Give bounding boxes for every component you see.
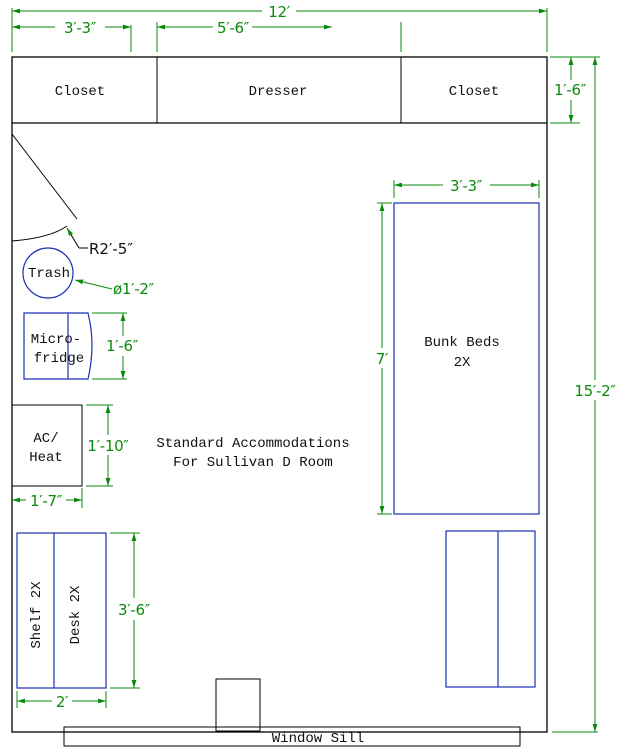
- dresser-label: Dresser: [249, 84, 308, 100]
- room-walls: [11, 56, 548, 733]
- floor-box: [215, 678, 261, 732]
- closet-left-label: Closet: [55, 84, 105, 100]
- microfridge-depth-text: 1′-6″: [106, 337, 139, 355]
- desk-length-text: 3′-6″: [118, 601, 151, 619]
- desk-label: Desk 2X: [68, 585, 84, 644]
- closet-depth-dimension: 1′-6″: [550, 56, 600, 124]
- window-sill-label: Window Sill: [272, 731, 364, 747]
- trash-diameter-text: ø1′-2″: [113, 280, 155, 298]
- bunk-beds: Bunk Beds 2X 3′-3″ 7′: [376, 177, 540, 515]
- bed-width-text: 3′-3″: [450, 177, 483, 195]
- overall-width-dimension: 12′: [11, 3, 548, 52]
- shelf-label: Shelf 2X: [29, 581, 45, 649]
- ac-width-text: 1′-7″: [30, 492, 63, 510]
- overall-length-text: 15′-2″: [574, 382, 616, 400]
- ac-heat-label-line2: Heat: [29, 450, 63, 466]
- plan-title-line2: For Sullivan D Room: [173, 455, 333, 471]
- microfridge: Micro- fridge 1′-6″: [23, 312, 139, 380]
- ac-heat-unit: AC/ Heat 1′-10″ 1′-7″: [11, 404, 130, 510]
- desk-width-text: 2′: [56, 693, 69, 711]
- bed-length-text: 7′: [376, 350, 389, 368]
- desk-shelf-left: Shelf 2X Desk 2X 3′-6″ 2′: [16, 532, 151, 711]
- closet-width-text: 3′-3″: [64, 19, 97, 37]
- bunk-beds-label-line2: 2X: [454, 355, 471, 371]
- window-sill: Window Sill: [63, 726, 521, 747]
- bunk-beds-label-line1: Bunk Beds: [424, 335, 500, 351]
- door-swing: R2′-5″: [11, 133, 133, 258]
- plan-title-line1: Standard Accommodations: [156, 436, 349, 452]
- desk-shelf-right: [445, 530, 536, 688]
- ac-depth-text: 1′-10″: [87, 437, 129, 455]
- overall-length-dimension: 15′-2″: [552, 57, 617, 733]
- closet-right-label: Closet: [449, 84, 499, 100]
- microfridge-label-line2: fridge: [34, 351, 84, 367]
- door-radius-text: R2′-5″: [89, 240, 133, 258]
- dresser-width-dimension: 5′-6″: [157, 19, 402, 52]
- closet-depth-text: 1′-6″: [554, 81, 587, 99]
- ac-heat-label-line1: AC/: [33, 431, 58, 447]
- trash-can: Trash ø1′-2″: [22, 247, 155, 299]
- closet-width-dimension: 3′-3″: [12, 19, 158, 52]
- overall-width-text: 12′: [268, 3, 290, 21]
- trash-label: Trash: [28, 266, 70, 282]
- dresser-width-text: 5′-6″: [217, 19, 250, 37]
- microfridge-label-line1: Micro-: [31, 332, 81, 348]
